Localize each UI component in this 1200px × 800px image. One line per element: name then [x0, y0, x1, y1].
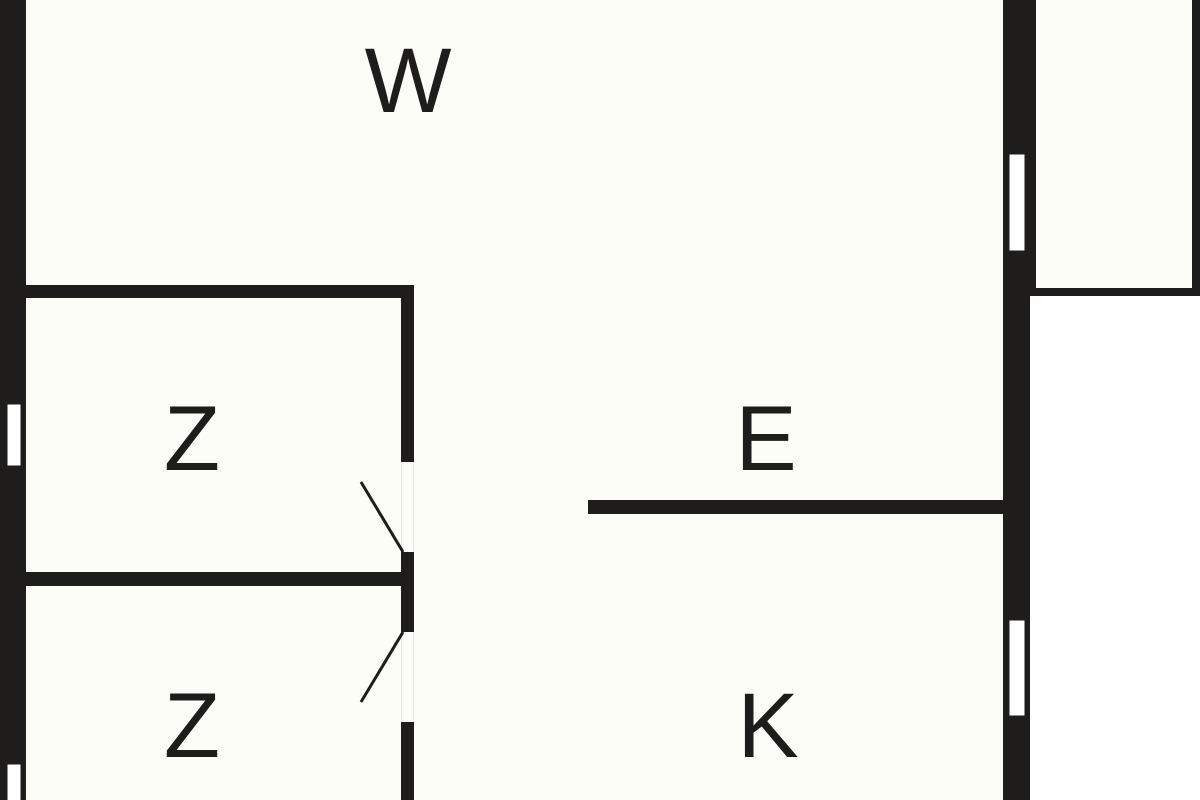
door-swing-lower [359, 631, 405, 703]
room-label-w: W [365, 30, 452, 132]
window-right-upper [1008, 153, 1026, 252]
room-label-e: E [735, 388, 796, 490]
wall-z-z [26, 572, 404, 586]
window-right-lower [1008, 619, 1026, 717]
room-label-k: K [737, 675, 798, 777]
door-swing-upper [359, 481, 405, 553]
room-label-z-upper: Z [164, 388, 220, 490]
exterior-area [1030, 296, 1200, 800]
wall-z-corridor-lower [401, 722, 414, 800]
wall-z-corridor-upper [401, 285, 414, 462]
wall-w-z [26, 285, 414, 298]
left-exterior-wall [0, 0, 26, 800]
balcony [1028, 0, 1200, 296]
wall-z-corridor-middle [401, 552, 414, 632]
window-left-lower [6, 763, 22, 800]
wall-e-k [588, 500, 1004, 514]
window-left-upper [6, 403, 22, 467]
room-label-z-lower: Z [164, 675, 220, 777]
